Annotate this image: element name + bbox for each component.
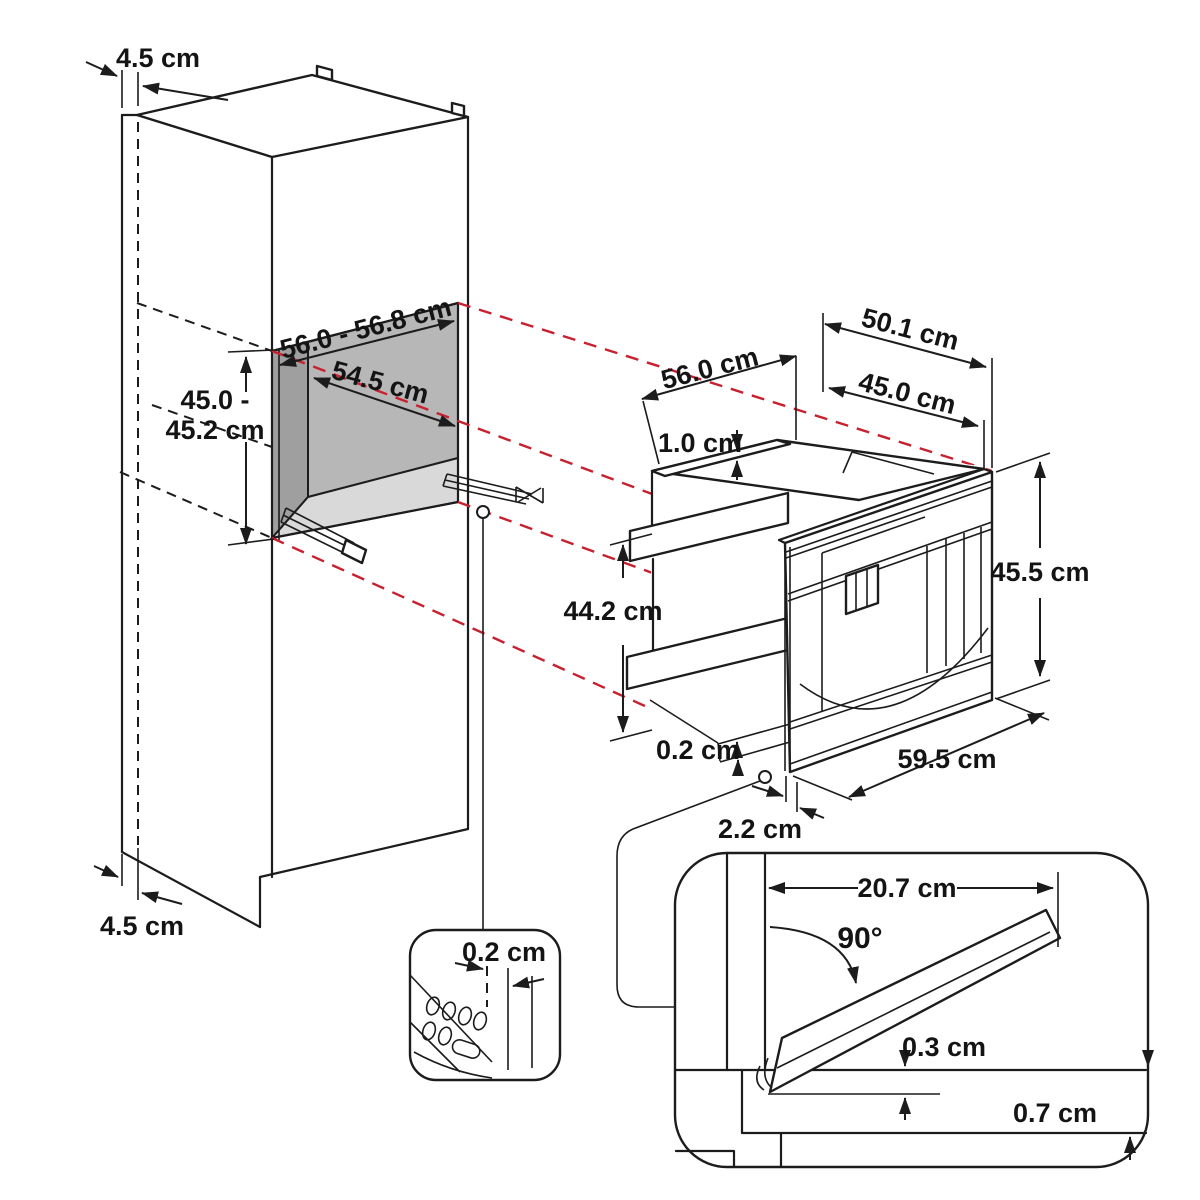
door-detail-drawing: 90° 20.7 cm 0.3 cm 0.7 cm xyxy=(674,851,1154,1168)
door-hinge xyxy=(756,1057,773,1091)
tall-cabinet xyxy=(119,64,544,929)
machine-side-ledges xyxy=(625,470,791,763)
dim-body-height: 44.2 cm xyxy=(563,596,662,626)
door-bottom-clearance-label: 0.7 cm xyxy=(1013,1098,1097,1128)
door-angle-label: 90° xyxy=(837,922,882,955)
dim-fascia-overhang: 2.2 cm xyxy=(718,814,802,844)
dim-cabinet-top-thickness: 4.5 cm xyxy=(116,43,200,73)
rear-gap-callout: 0.2 cm xyxy=(408,505,562,1082)
door-angle-arc xyxy=(769,926,859,984)
projection-line-top-right xyxy=(457,301,993,473)
door-projection-label: 20.7 cm xyxy=(857,873,956,903)
dim-appliance-depth: 56.0 cm xyxy=(658,341,761,395)
rear-gap-detail-drawing xyxy=(409,959,545,1079)
door-callout: 90° 20.7 cm 0.3 cm 0.7 cm xyxy=(616,770,1154,1169)
callout-anchor-fascia xyxy=(758,770,772,784)
cabinet-top-tab-right xyxy=(450,101,466,118)
machine-fascia xyxy=(777,467,994,774)
coffee-machine xyxy=(625,437,994,774)
open-door xyxy=(768,908,1062,1094)
telescopic-rail-right xyxy=(442,473,544,505)
dim-appliance-body-depth: 45.0 cm xyxy=(856,366,959,420)
callout-anchor-rails xyxy=(476,505,490,519)
cabinet-top-face xyxy=(135,73,470,159)
coffee-spout xyxy=(844,563,880,616)
drip-tray-curve xyxy=(799,627,989,710)
dim-appliance-depth-with-housing: 50.1 cm xyxy=(859,302,962,356)
cabinet-outline xyxy=(120,113,470,929)
dimensions: 4.5 cm 4.5 cm 45.0 - 45.2 cm 56.0 - 56.8… xyxy=(85,43,1090,941)
dim-appliance-width: 59.5 cm xyxy=(897,744,996,774)
vent-holes xyxy=(421,996,488,1059)
fascia-slats xyxy=(926,527,982,673)
dim-cabinet-bottom-thickness: 4.5 cm xyxy=(100,911,184,941)
dim-bottom-gap: 0.2 cm xyxy=(656,735,740,765)
inset-rear-gap-label: 0.2 cm xyxy=(462,937,546,967)
dim-appliance-height: 45.5 cm xyxy=(990,557,1089,587)
dim-niche-height-line1: 45.0 - xyxy=(180,385,249,415)
telescopic-rail-left xyxy=(280,507,368,565)
cabinet-top-tab-left xyxy=(315,64,334,82)
dim-top-clearance: 1.0 cm xyxy=(658,428,742,458)
dim-niche-height-line2: 45.2 cm xyxy=(165,415,264,445)
door-top-clearance-label: 0.3 cm xyxy=(902,1032,986,1062)
